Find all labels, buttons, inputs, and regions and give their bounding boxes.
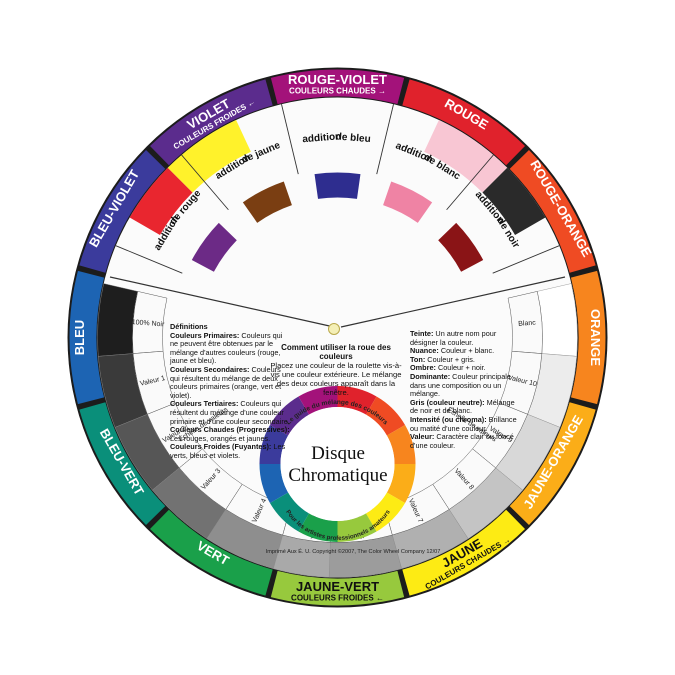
window-label-2-1: de bleu bbox=[335, 131, 371, 145]
inner-wheel-center bbox=[280, 407, 395, 521]
inner-wheel-segment bbox=[298, 385, 338, 415]
window-divider bbox=[376, 104, 394, 175]
definition-gris-couleur-neutre: Gris (couleur neutre): Mélange de noir e… bbox=[410, 397, 515, 416]
inner-wheel-segment bbox=[269, 396, 309, 436]
ring-label-jaune-vert: JAUNE-VERT bbox=[296, 579, 379, 594]
pointer-right bbox=[340, 276, 566, 328]
window-divider bbox=[115, 245, 183, 274]
mix-window-de-blanc bbox=[383, 181, 433, 223]
window-divider bbox=[492, 245, 560, 274]
ring-segment-jaune-orange bbox=[509, 402, 596, 526]
window-band-0 bbox=[129, 167, 193, 235]
center-title-line1: Disque bbox=[311, 443, 365, 464]
ring-segment-vert bbox=[149, 509, 273, 596]
ring-label-rouge-violet: ROUGE-VIOLET bbox=[288, 72, 387, 87]
value-label-left-0: 100% Noir bbox=[131, 319, 165, 328]
ring-segment-bleu bbox=[69, 270, 105, 405]
ring-segment-bleu-vert bbox=[79, 402, 166, 526]
value-label-cell-left-0 bbox=[132, 291, 168, 354]
inner-wheel-segment bbox=[386, 425, 416, 464]
value-swatch-right-0 bbox=[537, 283, 578, 357]
definition-couleurs-tertiaires: Couleurs Tertiaires: Couleurs qui résult… bbox=[170, 399, 290, 426]
pivot-rivet bbox=[328, 323, 340, 335]
definition-couleurs-froides-fuyantes: Couleurs Froides (Fuyantes): Les verts, … bbox=[170, 442, 286, 460]
ring-segment-orange bbox=[570, 270, 606, 405]
how-to-use-panel: Comment utiliser la roue des couleurs Pl… bbox=[270, 343, 402, 397]
ring-segment-rouge-violet bbox=[270, 69, 405, 105]
ring-segment-jaune-vert bbox=[270, 570, 405, 606]
inner-wheel-segment bbox=[337, 513, 377, 542]
definition-ombre: Ombre: Couleur + noir. bbox=[410, 363, 486, 373]
window-divider bbox=[446, 154, 494, 211]
value-label-cell-left-1 bbox=[132, 350, 176, 415]
center-title: Disque Chromatique bbox=[283, 443, 393, 487]
inner-wheel-segment bbox=[259, 425, 289, 464]
ring-sublabel-jaune-vert: COULEURS FROIDES ← bbox=[291, 594, 384, 603]
value-label-right-0: Blanc bbox=[518, 320, 536, 328]
imprint-line: Imprimé Aux É. U. Copyright ©2007, The C… bbox=[265, 549, 441, 555]
definition-nuance: Nuance: Couleur + blanc. bbox=[410, 346, 495, 356]
mix-window-de-noir bbox=[438, 222, 484, 272]
window-band-3 bbox=[482, 167, 546, 235]
how-to-body: Placez une couleur de la roulette vis-à-… bbox=[270, 361, 402, 397]
definition-valeur: Valeur: Caractère clair ou foncé d'une c… bbox=[410, 432, 514, 450]
inner-wheel-segment bbox=[366, 492, 406, 532]
ring-label-orange: ORANGE bbox=[588, 309, 603, 366]
mix-window-de-jaune bbox=[242, 181, 292, 223]
center-title-line2: Chromatique bbox=[288, 465, 388, 486]
window-divider bbox=[181, 154, 229, 211]
outer-color-ring bbox=[69, 69, 606, 606]
ring-segment-bleu-violet bbox=[79, 149, 166, 273]
inner-wheel-segment bbox=[386, 464, 416, 503]
inner-wheel-segment bbox=[298, 513, 338, 542]
window-divider bbox=[281, 104, 299, 175]
inner-wheel-segment bbox=[269, 492, 309, 532]
definition-ton: Ton: Couleur + gris. bbox=[410, 354, 475, 364]
ring-segment-jaune bbox=[402, 509, 526, 596]
definition-definitions: Définitions bbox=[170, 322, 208, 331]
wheel-face bbox=[97, 97, 578, 578]
ring-segment-rouge-orange bbox=[509, 149, 596, 273]
window-band-2 bbox=[424, 119, 508, 193]
inner-wheel-segment bbox=[259, 464, 289, 503]
inner-color-wheel bbox=[259, 385, 416, 542]
ring-segment-violet bbox=[149, 79, 273, 166]
value-label-cell-left-2 bbox=[147, 402, 203, 469]
ring-segment-rouge bbox=[402, 79, 526, 166]
window-band-1 bbox=[167, 119, 251, 193]
mix-window-de-bleu bbox=[314, 172, 361, 199]
definition-couleurs-chaudes-progressives: Couleurs Chaudes (Progressives): Les rou… bbox=[170, 425, 290, 443]
definitions-right: Teinte: Un autre nom pour désigner la co… bbox=[410, 329, 518, 450]
value-label-cell-left-3 bbox=[178, 448, 243, 510]
window-label-2-0: addition bbox=[302, 131, 342, 145]
ring-sublabel-rouge-violet: COULEURS CHAUDES → bbox=[289, 87, 386, 96]
definition-teinte: Teinte: Un autre nom pour désigner la co… bbox=[410, 329, 497, 347]
pointer-left bbox=[109, 276, 335, 328]
ring-label-bleu: BLEU bbox=[72, 320, 87, 355]
definition-intensite-ou-chroma: Intensité (ou chroma): Brillance ou mati… bbox=[410, 414, 517, 433]
how-to-title: Comment utiliser la roue des couleurs bbox=[281, 343, 391, 361]
inner-wheel-segment bbox=[337, 386, 377, 415]
definition-couleurs-primaires: Couleurs Primaires: Couleurs qui ne peuv… bbox=[170, 330, 283, 366]
definition-couleurs-secondaires: Couleurs Secondaires: Couleurs qui résul… bbox=[170, 364, 282, 400]
inner-wheel-segment bbox=[366, 396, 406, 436]
mix-window-de-rouge bbox=[191, 222, 237, 272]
definition-dominante: Dominante: Couleur principale dans une c… bbox=[410, 371, 511, 399]
